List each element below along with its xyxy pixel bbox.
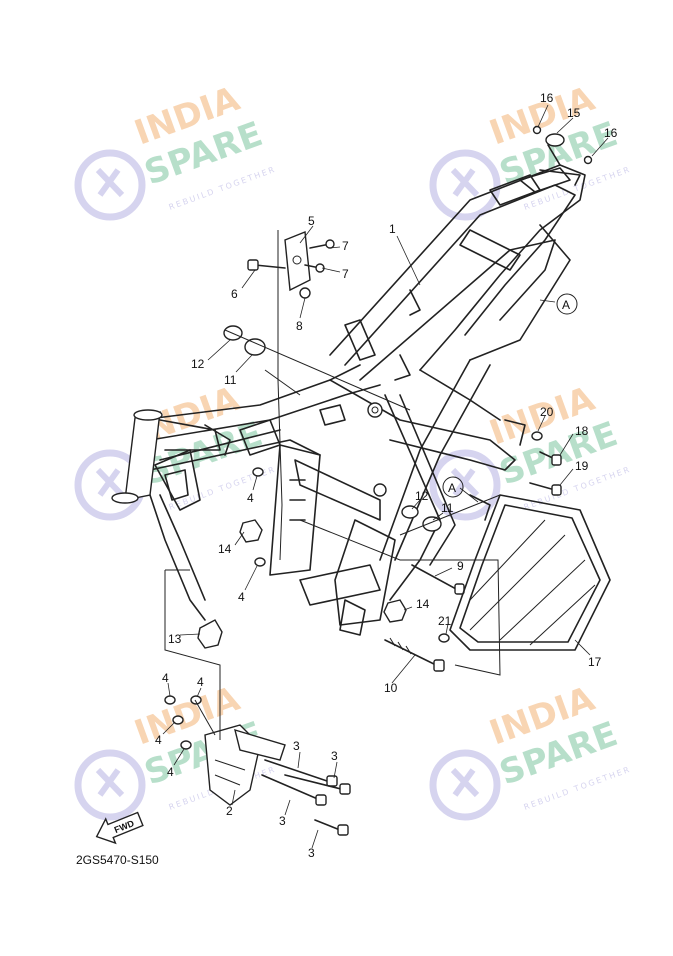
callout-9: 9 [457, 559, 464, 573]
leader-lines [162, 104, 609, 849]
callout-1: 1 [389, 222, 396, 236]
diagram-code: 2GS5470-S150 [76, 853, 159, 867]
callout-4: 4 [197, 675, 204, 689]
callout-11: 11 [224, 373, 237, 387]
engine-bracket-drawing [164, 695, 351, 836]
callout-12: 12 [191, 357, 205, 371]
callout-4: 4 [162, 671, 169, 685]
fwd-arrow: FWD [95, 811, 144, 845]
callout-8: 8 [296, 319, 303, 333]
callout-16: 16 [540, 91, 554, 105]
callout-5: 5 [308, 214, 315, 228]
callout-13: 13 [168, 632, 182, 646]
callout-labels: 1 2 3 3 3 3 4 4 4 4 4 4 5 6 7 7 8 9 10 1… [155, 91, 618, 860]
callout-15: 15 [567, 106, 581, 120]
callout-7: 7 [342, 267, 349, 281]
side-cover-drawing [449, 494, 611, 651]
callout-4: 4 [167, 765, 174, 779]
callout-3: 3 [279, 814, 286, 828]
callout-20: 20 [540, 405, 554, 419]
callout-4: 4 [238, 590, 245, 604]
watermark-logo: INDIA SPARE REBUILD TOGETHER INDIA SPARE… [74, 79, 632, 821]
callout-19: 19 [575, 459, 589, 473]
callout-6: 6 [231, 287, 238, 301]
ref-marker-a: A [448, 481, 456, 495]
callout-14: 14 [416, 597, 430, 611]
hardware-parts [197, 125, 593, 672]
callout-16: 16 [604, 126, 618, 140]
callout-3: 3 [308, 846, 315, 860]
callout-17: 17 [588, 655, 602, 669]
callout-4: 4 [155, 733, 162, 747]
callout-3: 3 [331, 749, 338, 763]
callout-3: 3 [293, 739, 300, 753]
callout-4: 4 [247, 491, 254, 505]
callout-18: 18 [575, 424, 589, 438]
callout-2: 2 [226, 804, 233, 818]
callout-7: 7 [342, 239, 349, 253]
callout-12: 12 [415, 489, 429, 503]
callout-21: 21 [438, 614, 452, 628]
callout-14: 14 [218, 542, 232, 556]
callout-10: 10 [384, 681, 398, 695]
reference-markers: A A [442, 293, 578, 498]
callout-11: 11 [441, 501, 454, 515]
ref-marker-a: A [562, 298, 570, 312]
guide-lines [164, 230, 501, 740]
